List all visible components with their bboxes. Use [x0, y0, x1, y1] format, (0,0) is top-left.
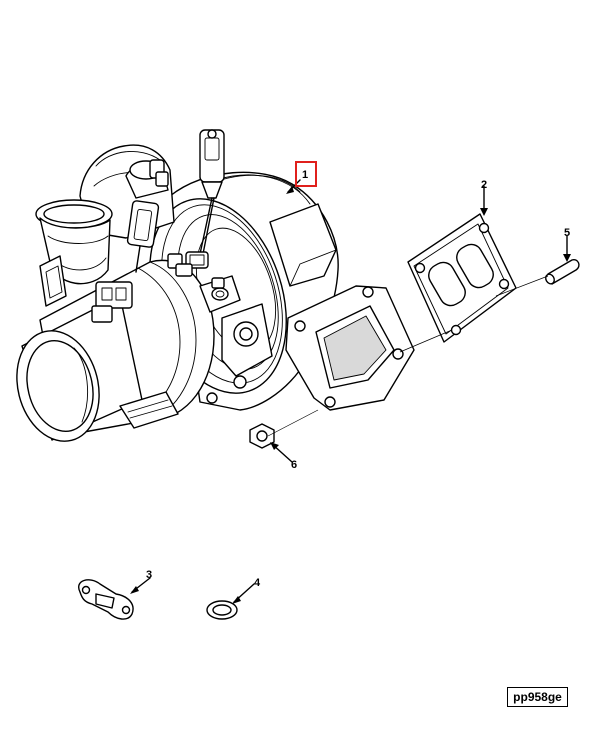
callout-1-highlight-box [295, 161, 317, 187]
callout-1[interactable]: 1 [302, 169, 308, 181]
turbocharger-assembly[interactable] [6, 129, 415, 450]
alignment-lines [267, 275, 549, 437]
hex-nut[interactable] [249, 423, 275, 449]
callout-6[interactable]: 6 [291, 459, 297, 471]
callout-4[interactable]: 4 [254, 577, 261, 589]
turbine-outlet-gasket[interactable] [407, 213, 517, 343]
callout-2[interactable]: 2 [481, 179, 487, 191]
callout-5[interactable]: 5 [564, 227, 570, 239]
oil-drain-gasket[interactable] [78, 579, 134, 620]
o-ring-seal[interactable] [206, 600, 238, 620]
arrowheads [130, 186, 571, 604]
callout-3[interactable]: 3 [146, 569, 152, 581]
figure-id-label: pp958ge [507, 687, 568, 707]
dowel-pin[interactable] [544, 258, 580, 286]
